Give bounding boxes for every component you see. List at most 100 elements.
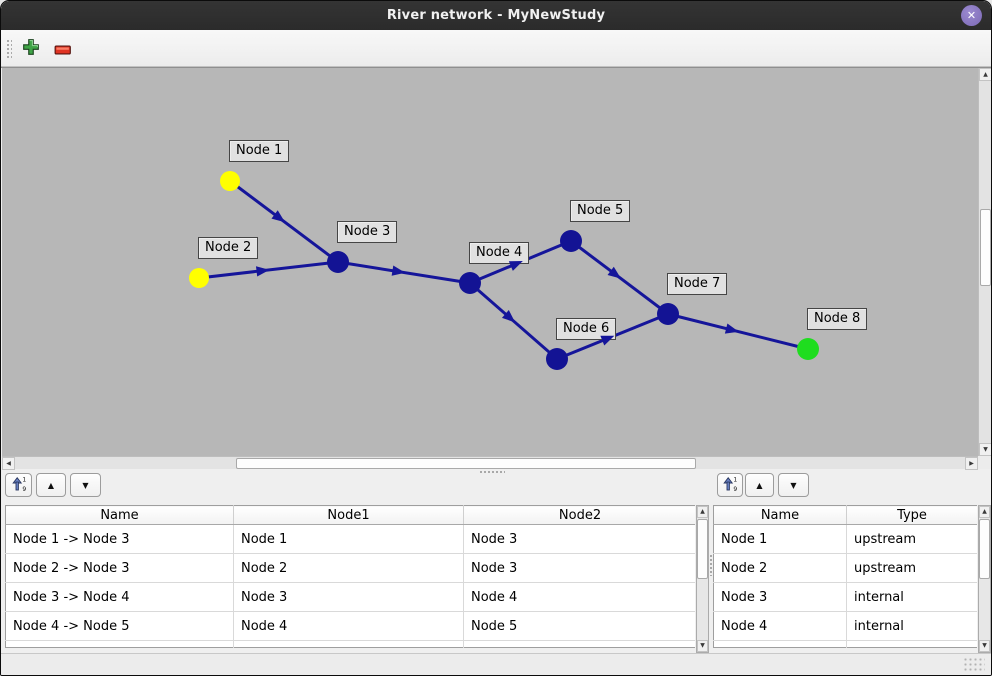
canvas-horizontal-scrollbar[interactable]: ◀ ▶ bbox=[2, 456, 978, 470]
scroll-down-icon: ▼ bbox=[983, 445, 988, 453]
table-cell[interactable]: Node 1 bbox=[233, 524, 464, 554]
table-cell[interactable]: Node 2 -> Node 3 bbox=[5, 553, 234, 583]
vertical-scroll-thumb[interactable] bbox=[979, 519, 990, 579]
scroll-left-button[interactable]: ◀ bbox=[2, 457, 15, 470]
network-node-node-2[interactable] bbox=[189, 268, 209, 288]
sort-ascending-icon: 1 9 bbox=[722, 476, 738, 494]
canvas-vertical-scrollbar[interactable]: ▲ ▼ bbox=[978, 68, 991, 456]
panel-splitter-handle[interactable] bbox=[709, 554, 713, 576]
network-node-node-4[interactable] bbox=[459, 272, 481, 294]
table-cell[interactable]: Node 3 -> Node 4 bbox=[5, 582, 234, 612]
table-cell[interactable]: Node 3 bbox=[463, 553, 695, 583]
add-button[interactable] bbox=[21, 39, 41, 59]
table-cell[interactable]: Node 3 bbox=[233, 582, 464, 612]
scroll-down-button[interactable]: ▼ bbox=[979, 640, 990, 652]
titlebar[interactable]: River network - MyNewStudy ✕ bbox=[1, 1, 991, 30]
table-cell[interactable]: internal bbox=[846, 611, 977, 641]
network-edges-layer bbox=[189, 171, 819, 370]
table-cell[interactable]: Node 1 bbox=[713, 524, 847, 554]
table-cell[interactable]: upstream bbox=[846, 524, 977, 554]
scroll-right-icon: ▶ bbox=[969, 459, 974, 467]
network-node-node-5[interactable] bbox=[560, 230, 582, 252]
network-node-node-1[interactable] bbox=[220, 171, 240, 191]
column-header-node1[interactable]: Node1 bbox=[233, 505, 464, 525]
svg-text:1: 1 bbox=[733, 477, 737, 484]
column-header-name[interactable]: Name bbox=[5, 505, 234, 525]
scroll-up-icon: ▲ bbox=[983, 70, 988, 78]
scroll-down-icon: ▼ bbox=[982, 642, 987, 649]
network-node-node-7[interactable] bbox=[657, 303, 679, 325]
network-node-node-6[interactable] bbox=[546, 348, 568, 370]
table-cell[interactable]: Node 4 bbox=[233, 611, 464, 641]
vertical-scroll-thumb[interactable] bbox=[697, 519, 708, 579]
scroll-down-button[interactable]: ▼ bbox=[697, 640, 708, 652]
triangle-down-icon: ▼ bbox=[790, 480, 797, 490]
nodes-move-up-button[interactable]: ▲ bbox=[745, 473, 774, 497]
table-cell[interactable]: Node 1 -> Node 3 bbox=[5, 524, 234, 554]
horizontal-splitter-handle[interactable] bbox=[479, 470, 505, 474]
node-label: Node 5 bbox=[570, 200, 631, 222]
reaches-table-scrollbar[interactable]: ▲ ▼ bbox=[696, 505, 709, 653]
table-cell[interactable]: Node 5 bbox=[463, 611, 695, 641]
table-cell[interactable]: Node 4 bbox=[463, 582, 695, 612]
nodes-table-scrollbar[interactable]: ▲ ▼ bbox=[978, 505, 991, 653]
column-header-type[interactable]: Type bbox=[846, 505, 977, 525]
node-label: Node 8 bbox=[807, 308, 868, 330]
plus-icon bbox=[22, 38, 40, 60]
table-cell[interactable]: Node 2 bbox=[233, 553, 464, 583]
scroll-up-icon: ▲ bbox=[700, 508, 705, 515]
toolbar bbox=[1, 30, 991, 67]
table-cell[interactable]: internal bbox=[846, 582, 977, 612]
vertical-scroll-thumb[interactable] bbox=[980, 209, 991, 286]
toolbar-separator bbox=[1, 67, 991, 68]
scrollbar-corner bbox=[978, 456, 991, 469]
reaches-move-up-button[interactable]: ▲ bbox=[36, 473, 66, 497]
nodes-move-down-button[interactable]: ▼ bbox=[778, 473, 809, 497]
reaches-sort-button[interactable]: 1 9 bbox=[5, 473, 32, 497]
node-label: Node 4 bbox=[469, 242, 530, 264]
reaches-move-down-button[interactable]: ▼ bbox=[70, 473, 101, 497]
scroll-up-button[interactable]: ▲ bbox=[979, 506, 990, 518]
close-button[interactable]: ✕ bbox=[961, 5, 982, 26]
table-cell[interactable]: Node 3 bbox=[713, 582, 847, 612]
scroll-up-button[interactable]: ▲ bbox=[697, 506, 708, 518]
scroll-up-icon: ▲ bbox=[982, 508, 987, 515]
reach-table-row-partial bbox=[5, 640, 695, 648]
node-table-row-partial bbox=[713, 640, 977, 648]
resize-grip[interactable] bbox=[963, 657, 985, 671]
triangle-up-icon: ▲ bbox=[47, 480, 55, 490]
network-node-node-3[interactable] bbox=[327, 251, 349, 273]
svg-text:9: 9 bbox=[733, 486, 737, 492]
scroll-down-button[interactable]: ▼ bbox=[979, 443, 991, 456]
toolbar-grip-handle[interactable] bbox=[5, 38, 12, 60]
table-cell[interactable]: Node 4 -> Node 5 bbox=[5, 611, 234, 641]
table-cell[interactable]: upstream bbox=[846, 553, 977, 583]
node-label: Node 7 bbox=[667, 273, 728, 295]
table-cell[interactable]: Node 4 bbox=[713, 611, 847, 641]
scroll-up-button[interactable]: ▲ bbox=[979, 68, 991, 81]
horizontal-scroll-thumb[interactable] bbox=[236, 458, 696, 469]
network-node-node-8[interactable] bbox=[797, 338, 819, 360]
nodes-sort-button[interactable]: 1 9 bbox=[717, 473, 743, 497]
column-header-name[interactable]: Name bbox=[713, 505, 847, 525]
scroll-right-button[interactable]: ▶ bbox=[965, 457, 978, 470]
column-header-node2[interactable]: Node2 bbox=[463, 505, 695, 525]
node-label: Node 2 bbox=[198, 237, 259, 259]
remove-button[interactable] bbox=[53, 41, 73, 61]
table-cell[interactable]: Node 3 bbox=[463, 524, 695, 554]
table-cell[interactable]: Node 2 bbox=[713, 553, 847, 583]
